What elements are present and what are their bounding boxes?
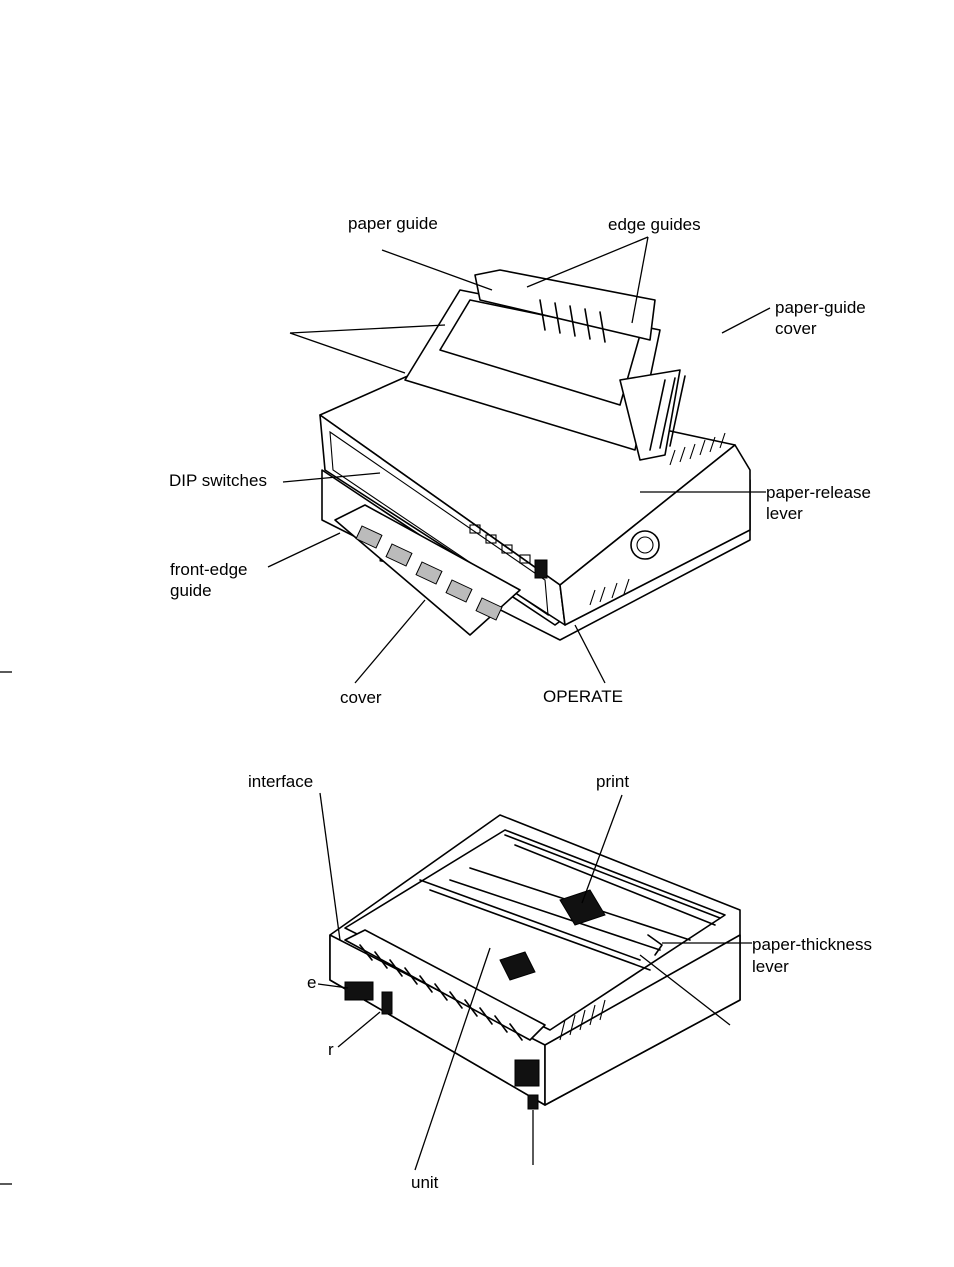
tractor-teeth: [359, 944, 523, 1041]
label-cover: cover: [340, 688, 382, 707]
label-print: print: [596, 772, 630, 791]
label-interface: interface: [248, 772, 314, 791]
printer-open-drawing: [329, 814, 741, 1110]
dip-connector: [381, 991, 393, 1015]
label-fragment-e: e: [307, 973, 317, 992]
label-dip-switches: DIP switches: [169, 471, 267, 490]
side-vents: [589, 432, 726, 606]
printer-front-drawing: [319, 269, 751, 641]
top-leader-lines: [267, 236, 771, 684]
ribbon-guide: [499, 951, 536, 981]
label-paper-guide: paper guide: [348, 214, 438, 233]
edge-guide-rail: [474, 269, 656, 341]
interface-connector: [344, 981, 374, 1001]
label-unit: unit: [411, 1173, 439, 1192]
bottom-leader-lines: [317, 792, 752, 1171]
paper-guide-cover-flap: [619, 369, 681, 461]
tractor-unit: [344, 929, 546, 1041]
control-panel: [329, 430, 549, 617]
carriage-rails: [419, 867, 691, 971]
tractor-slots: [355, 525, 503, 621]
power-switch: [527, 1094, 539, 1110]
label-paper-thickness-lever: paper-thickness lever: [752, 935, 873, 976]
label-paper-release-lever: paper-release lever: [766, 483, 871, 523]
power-socket: [514, 1059, 540, 1087]
label-fragment-r: r: [328, 1040, 334, 1059]
label-edge-guides: edge guides: [608, 215, 701, 234]
label-paper-guide-cover: paper-guide cover: [775, 298, 866, 338]
platen-knob: [630, 530, 660, 560]
panel-buttons: [469, 524, 548, 579]
label-operate: OPERATE: [543, 687, 623, 706]
side-vents-bottom: [559, 999, 606, 1041]
printer-shell-side: [544, 934, 741, 1106]
print-head: [559, 889, 606, 926]
guide-slots: [539, 299, 606, 343]
paper-thickness-lever-part: [647, 934, 663, 956]
label-front-edge-guide: front-edge guide: [170, 560, 248, 600]
